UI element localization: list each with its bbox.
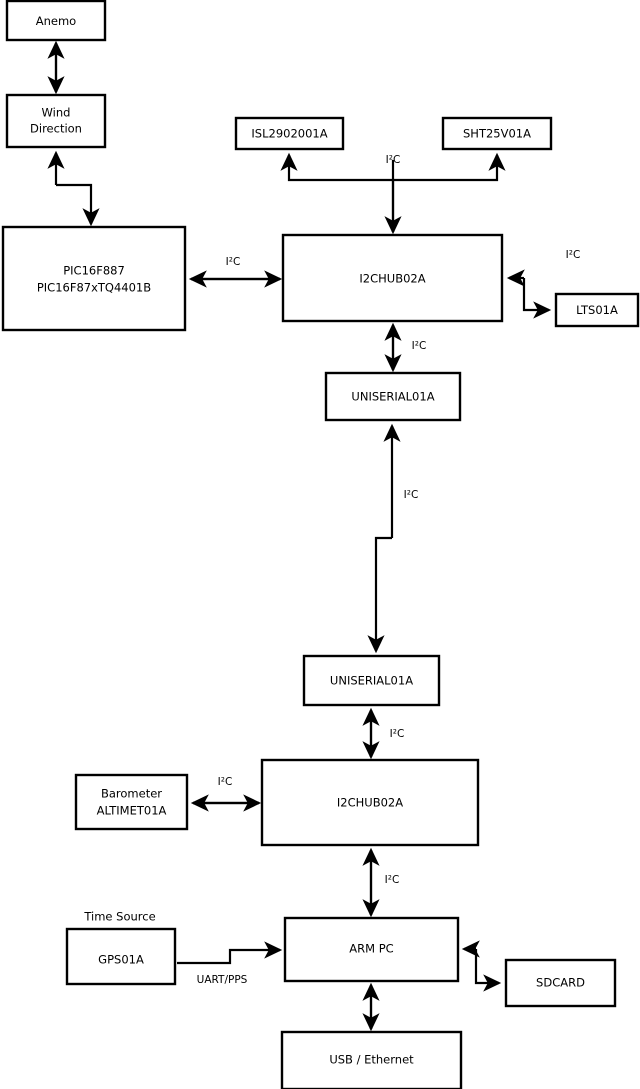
edge-label-barometer-hub: I²C — [218, 776, 233, 788]
node-usb-ethernet-box[interactable] — [280, 1030, 463, 1089]
node-i2chub02a-top-label: I2CHUB02A — [359, 272, 425, 286]
edge-gps-armpc: UART/PPS — [177, 941, 283, 986]
node-isl2902001a-box[interactable] — [234, 116, 345, 151]
node-uniserial01a-bottom-box[interactable] — [302, 654, 441, 707]
free-labels-layer: Time Source — [83, 910, 155, 924]
node-usb-ethernet[interactable]: USB / Ethernet — [280, 1030, 463, 1089]
node-sht25v01a-box[interactable] — [441, 116, 553, 151]
node-lts01a[interactable]: LTS01A — [554, 292, 640, 328]
node-sht25v01a[interactable]: SHT25V01A — [441, 116, 553, 151]
edge-hub-top-sensors: I²C — [280, 152, 506, 235]
edge-label-hub-armpc: I²C — [385, 874, 400, 886]
node-gps01a-box[interactable] — [65, 927, 177, 986]
time-source-label: Time Source — [83, 910, 155, 924]
node-pic-mcu-label-line1: PIC16F887 — [63, 264, 125, 278]
edge-label-uniserial-hub: I²C — [390, 728, 405, 740]
node-wind-direction[interactable]: Wind Direction — [5, 93, 107, 149]
edge-label-gps-armpc: UART/PPS — [197, 974, 248, 986]
node-uniserial01a-top-box[interactable] — [324, 371, 462, 422]
edges-layer: I²C I²C I²C I²C — [47, 40, 581, 1032]
node-usb-ethernet-label: USB / Ethernet — [329, 1053, 414, 1067]
node-uniserial01a-bottom[interactable]: UNISERIAL01A — [302, 654, 441, 707]
node-arm-pc[interactable]: ARM PC — [283, 916, 460, 983]
node-barometer[interactable]: Barometer ALTIMET01A — [74, 773, 189, 831]
edge-label-uniserial-link: I²C — [404, 489, 419, 501]
node-sdcard-box[interactable] — [504, 958, 617, 1008]
node-barometer-label-line2: ALTIMET01A — [97, 804, 167, 818]
node-i2chub02a-bottom-label: I2CHUB02A — [337, 796, 403, 810]
node-lts01a-box[interactable] — [554, 292, 640, 328]
node-wind-direction-box[interactable] — [5, 93, 107, 149]
edge-arrow-to-sht — [393, 152, 506, 182]
edge-arrow-to-isl — [280, 152, 395, 232]
node-barometer-label-line1: Barometer — [101, 787, 162, 801]
edge-arrow-to-armpc — [177, 941, 283, 965]
edge-label-hub-uniserial: I²C — [412, 340, 427, 352]
node-uniserial01a-bottom-label: UNISERIAL01A — [330, 674, 413, 688]
edge-arrow-to-sdcard — [474, 949, 502, 992]
edge-wind-pic — [47, 150, 100, 227]
edge-uniserial-bot-hub-bot: I²C — [362, 707, 405, 760]
edge-arrow-down-long — [367, 536, 392, 654]
node-arm-pc-box[interactable] — [283, 916, 460, 983]
node-i2chub02a-top[interactable]: I2CHUB02A — [281, 233, 504, 323]
edge-arrow-to-lts — [522, 278, 552, 319]
node-pic-mcu-box[interactable] — [1, 225, 187, 332]
edge-barometer-hub-bot: I²C — [190, 776, 262, 812]
node-barometer-box[interactable] — [74, 773, 189, 831]
edge-label-hub-sensors: I²C — [386, 154, 401, 166]
edge-armpc-sdcard — [461, 940, 502, 992]
node-anemo[interactable]: Anemo — [5, 0, 107, 42]
node-sdcard-label: SDCARD — [536, 976, 585, 990]
node-lts01a-label: LTS01A — [576, 303, 618, 317]
edge-hub-top-uniserial-top: I²C — [384, 322, 427, 373]
edge-label-hub-lts: I²C — [566, 249, 581, 261]
node-arm-pc-label: ARM PC — [349, 942, 393, 956]
node-sht25v01a-label: SHT25V01A — [463, 127, 531, 141]
edge-uniserial-top-bottom: I²C — [367, 423, 419, 654]
node-isl2902001a-label: ISL2902001A — [251, 127, 327, 141]
node-isl2902001a[interactable]: ISL2902001A — [234, 116, 345, 151]
node-gps01a-label: GPS01A — [98, 953, 144, 967]
node-wind-direction-label-line1: Wind — [42, 106, 71, 120]
node-pic-mcu-label-line2: PIC16F87xTQ4401B — [37, 281, 151, 295]
node-sdcard[interactable]: SDCARD — [504, 958, 617, 1008]
edge-hub-bot-armpc: I²C — [362, 847, 400, 918]
edge-hub-top-lts: I²C — [506, 249, 581, 319]
node-i2chub02a-bottom-box[interactable] — [260, 758, 480, 847]
node-i2chub02a-bottom[interactable]: I2CHUB02A — [260, 758, 480, 847]
node-anemo-box[interactable] — [5, 0, 107, 42]
edge-arrow-to-pic — [56, 183, 100, 227]
node-uniserial01a-top[interactable]: UNISERIAL01A — [324, 371, 462, 422]
node-anemo-label: Anemo — [36, 14, 76, 28]
node-pic-mcu[interactable]: PIC16F887 PIC16F87xTQ4401B — [1, 225, 187, 332]
node-gps01a[interactable]: GPS01A — [65, 927, 177, 986]
node-wind-direction-label-line2: Direction — [30, 122, 82, 136]
edge-label-pic-hub: I²C — [226, 256, 241, 268]
node-uniserial01a-top-label: UNISERIAL01A — [351, 390, 434, 404]
node-i2chub02a-top-box[interactable] — [281, 233, 504, 323]
edge-pic-hub-top: I²C — [188, 256, 283, 288]
